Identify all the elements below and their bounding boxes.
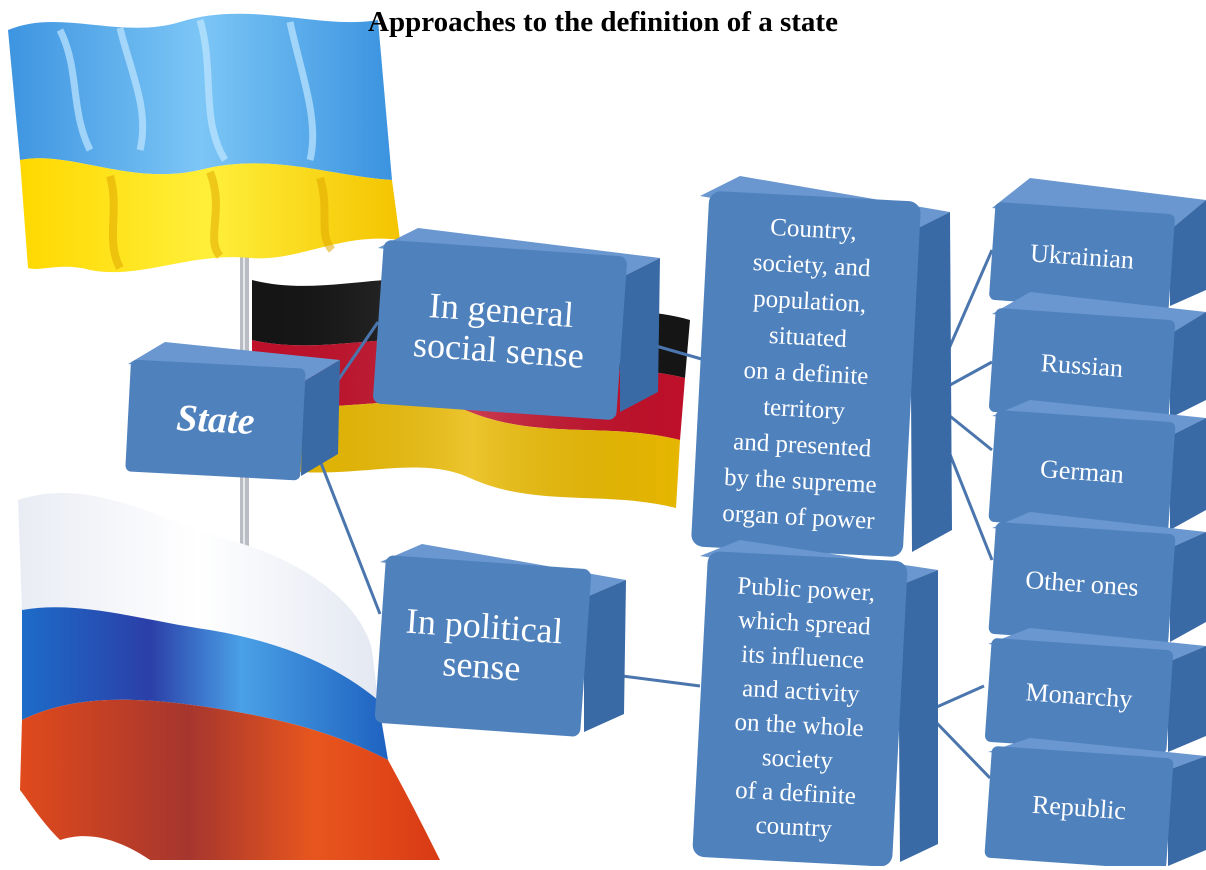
state-label: State [175, 396, 256, 444]
connector-state-political [310, 439, 382, 615]
type-box-russian [988, 292, 1206, 424]
ukraine-flag [8, 13, 400, 273]
type-monarchy-label: Monarchy [1024, 677, 1134, 714]
type-box-german [988, 400, 1206, 534]
type-russian-label: Russian [1039, 348, 1125, 383]
russia-flag [18, 493, 440, 860]
general-sense-label: In general social sense [411, 285, 586, 376]
definition-political-label: Public power, which spread its influence… [733, 572, 876, 843]
type-ukrainian-label: Ukrainian [1029, 238, 1135, 275]
type-box-other [988, 512, 1206, 646]
type-republic-label: Republic [1031, 789, 1127, 826]
connector-def-monarchy [929, 684, 985, 712]
connector-general-definition [655, 344, 706, 362]
political-sense-box [374, 544, 626, 737]
type-other-label: Other ones [1024, 565, 1140, 602]
definition-box-general [691, 176, 952, 557]
general-sense-box [373, 228, 660, 420]
definition-general-label: Country, society, and population, situat… [721, 213, 878, 535]
type-german-label: German [1039, 454, 1125, 489]
connector-political-definition [621, 674, 701, 688]
type-box-republic [984, 738, 1206, 866]
type-box-ukrainian [989, 178, 1206, 312]
political-sense-label: In political sense [404, 600, 565, 689]
connector-def-republic [928, 714, 992, 780]
definition-box-political [692, 540, 938, 866]
type-box-monarchy [984, 628, 1206, 754]
state-box [125, 342, 340, 481]
page-title: Approaches to the definition of a state [368, 6, 838, 38]
